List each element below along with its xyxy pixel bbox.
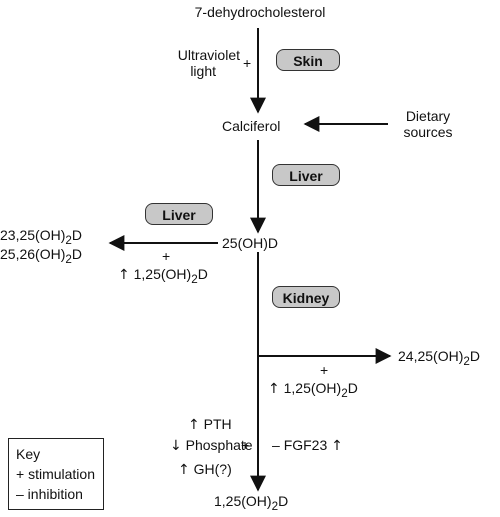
right-branch-stimulator: ↑ 1,25(OH)2D: [268, 380, 358, 402]
stimulator-125-text: 1,25(OH): [133, 266, 192, 282]
subscript: 2: [463, 354, 470, 368]
node-1-25-oh2d: 1,25(OH)2D: [214, 493, 288, 515]
d-label: D: [469, 348, 480, 364]
d-label: D: [267, 235, 279, 251]
left-branch-plus-sign: +: [162, 248, 171, 264]
node-1-25-oh2d-text: 1,25(OH): [214, 493, 272, 509]
legend-key: Key + stimulation – inhibition: [8, 438, 104, 510]
node-24-25-oh2d-text: 24,25(OH): [398, 348, 464, 364]
subscript: 2: [191, 272, 198, 286]
dietary-sources-label-2: sources: [403, 124, 453, 140]
up-arrow-icon: ↑: [331, 438, 343, 454]
organ-kidney: Kidney: [272, 286, 340, 308]
regulators-plus-sign: +: [241, 437, 250, 453]
stimulator-125-text: 1,25(OH): [283, 380, 342, 396]
d-label: D: [278, 493, 289, 509]
subscript: 2: [65, 252, 72, 266]
node-25-oh-d-text: 25(OH): [222, 235, 268, 251]
regulator-gh: ↑ GH(?): [178, 461, 232, 478]
pth-text: PTH: [203, 416, 232, 432]
subscript: 2: [65, 233, 72, 247]
key-inhibition: – inhibition: [16, 486, 83, 502]
down-arrow-icon: ↓: [170, 438, 182, 454]
node-calciferol: Calciferol: [222, 118, 281, 134]
node-23-25-oh2d: 23,25(OH)2D: [0, 227, 82, 249]
subscript: 2: [341, 386, 348, 400]
fgf23-text: FGF23: [283, 437, 328, 453]
d-label: D: [71, 246, 82, 262]
key-stimulation: + stimulation: [16, 466, 95, 482]
d-label: D: [347, 380, 358, 396]
uv-light-label-1: Ultraviolet: [177, 47, 240, 63]
regulator-pth: ↑ PTH: [188, 416, 232, 433]
up-arrow-icon: ↑: [178, 462, 190, 478]
subscript: 2: [271, 499, 279, 513]
organ-liver-side: Liver: [145, 203, 213, 225]
minus-sign: –: [272, 437, 280, 453]
uv-light-label-2: light: [190, 63, 216, 79]
node-25-26-oh2d-text: 25,26(OH): [0, 246, 66, 262]
regulator-phosphate: ↓ Phosphate: [170, 437, 253, 454]
up-arrow-icon: ↑: [118, 267, 130, 283]
dietary-sources-label-1: Dietary: [405, 108, 451, 124]
up-arrow-icon: ↑: [268, 381, 280, 397]
node-23-25-oh2d-text: 23,25(OH): [0, 227, 66, 243]
key-title: Key: [16, 446, 41, 462]
left-branch-stimulator: ↑ 1,25(OH)2D: [118, 266, 208, 288]
right-branch-plus-sign: +: [320, 362, 329, 378]
regulator-fgf23: – FGF23 ↑: [272, 437, 343, 454]
d-label: D: [197, 266, 208, 282]
node-25-26-oh2d: 25,26(OH)2D: [0, 246, 82, 268]
node-7-dehydrocholesterol: 7-dehydrocholesterol: [194, 4, 326, 20]
organ-liver-main: Liver: [272, 164, 340, 186]
gh-text: GH(?): [193, 461, 232, 477]
node-25-oh-d: 25(OH)D: [222, 235, 278, 251]
d-label: D: [71, 227, 82, 243]
uv-plus-sign: +: [243, 55, 252, 71]
phosphate-text: Phosphate: [185, 437, 253, 453]
node-24-25-oh2d: 24,25(OH)2D: [398, 348, 480, 370]
organ-skin: Skin: [276, 49, 340, 71]
up-arrow-icon: ↑: [188, 417, 200, 433]
